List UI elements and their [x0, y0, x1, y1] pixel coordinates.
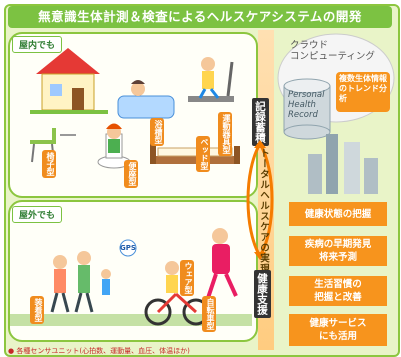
building-skyline-icon — [308, 134, 378, 194]
cloud-title: クラウド コンピューティング — [290, 40, 375, 62]
bathtub-icon — [117, 80, 175, 119]
total-healthcare-text: トータルヘルスケアの実現 — [258, 148, 269, 274]
wear-runner-icon — [206, 228, 238, 299]
gps-label: GPS — [120, 244, 136, 252]
cycle-arrows — [246, 140, 274, 260]
outdoor-tag: 屋外でも — [12, 206, 63, 223]
walking-people-icon — [50, 251, 111, 313]
diagram-title: 無意識生体計測＆検査によるヘルスケアシステムの開発 — [8, 6, 392, 28]
label-chair: 椅子型 — [42, 150, 56, 178]
label-wear: ウェア型 — [180, 260, 194, 296]
trend-analysis-box: 複数生体情報のトレンド分析 — [336, 72, 390, 112]
label-exercise: 運動器具型 — [218, 112, 232, 156]
outdoor-illustrations — [10, 228, 252, 326]
label-toilet: 便座型 — [124, 160, 138, 188]
health-support-label: 健康支援 — [254, 270, 271, 318]
label-bathtub: 浴槽型 — [150, 118, 164, 146]
record-label: 記録蓄積 — [252, 98, 269, 146]
database-icon — [283, 78, 331, 140]
label-bicycle: 自転車型 — [202, 296, 216, 332]
sensor-footnote: ● 各種センサユニット(心拍数、運動量、血圧、体温ほか) — [8, 347, 190, 355]
outcome-box: 健康サービスにも活用 — [289, 314, 387, 346]
label-bed: ベッド型 — [196, 136, 210, 172]
bed-icon — [150, 138, 240, 164]
gps-icon — [119, 239, 137, 257]
outcome-box: 生活習慣の把握と改善 — [289, 276, 387, 306]
indoor-tag: 屋内でも — [12, 36, 63, 53]
phr-text: Personal Health Record — [288, 90, 325, 120]
outcome-box: 健康状態の把握 — [289, 202, 387, 226]
label-wearable: 装着型 — [30, 296, 44, 324]
house-icon — [30, 48, 108, 114]
exercise-machine-icon — [188, 57, 234, 102]
outcome-box: 疾病の早期発見将来予測 — [289, 236, 387, 266]
